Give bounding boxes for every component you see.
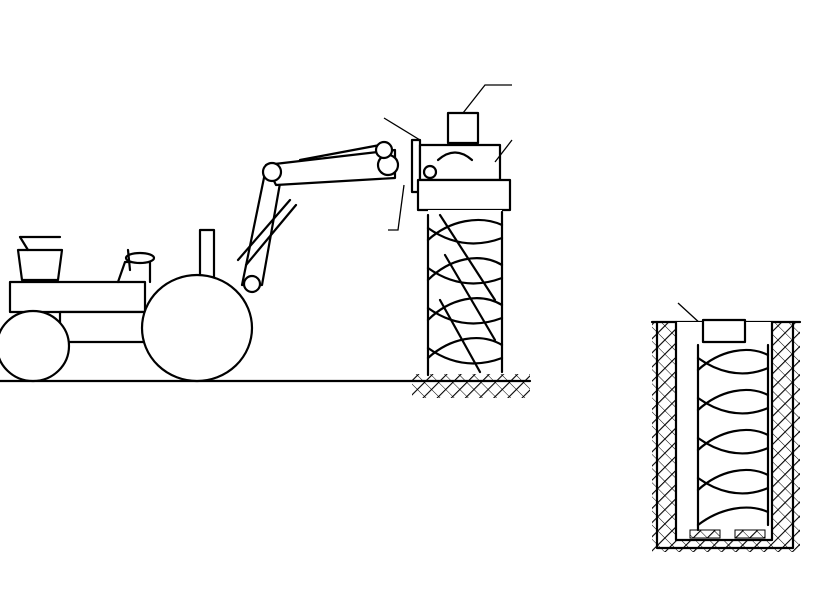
front-wheel [0,309,71,383]
auger-head [410,111,512,212]
tractor [0,228,254,383]
ground-hatch [412,374,530,398]
auger-screw [426,210,504,378]
boom-arm [236,140,400,294]
ground-section [650,320,802,552]
auger-screw-installed [689,318,770,539]
rear-wheel [140,273,254,383]
